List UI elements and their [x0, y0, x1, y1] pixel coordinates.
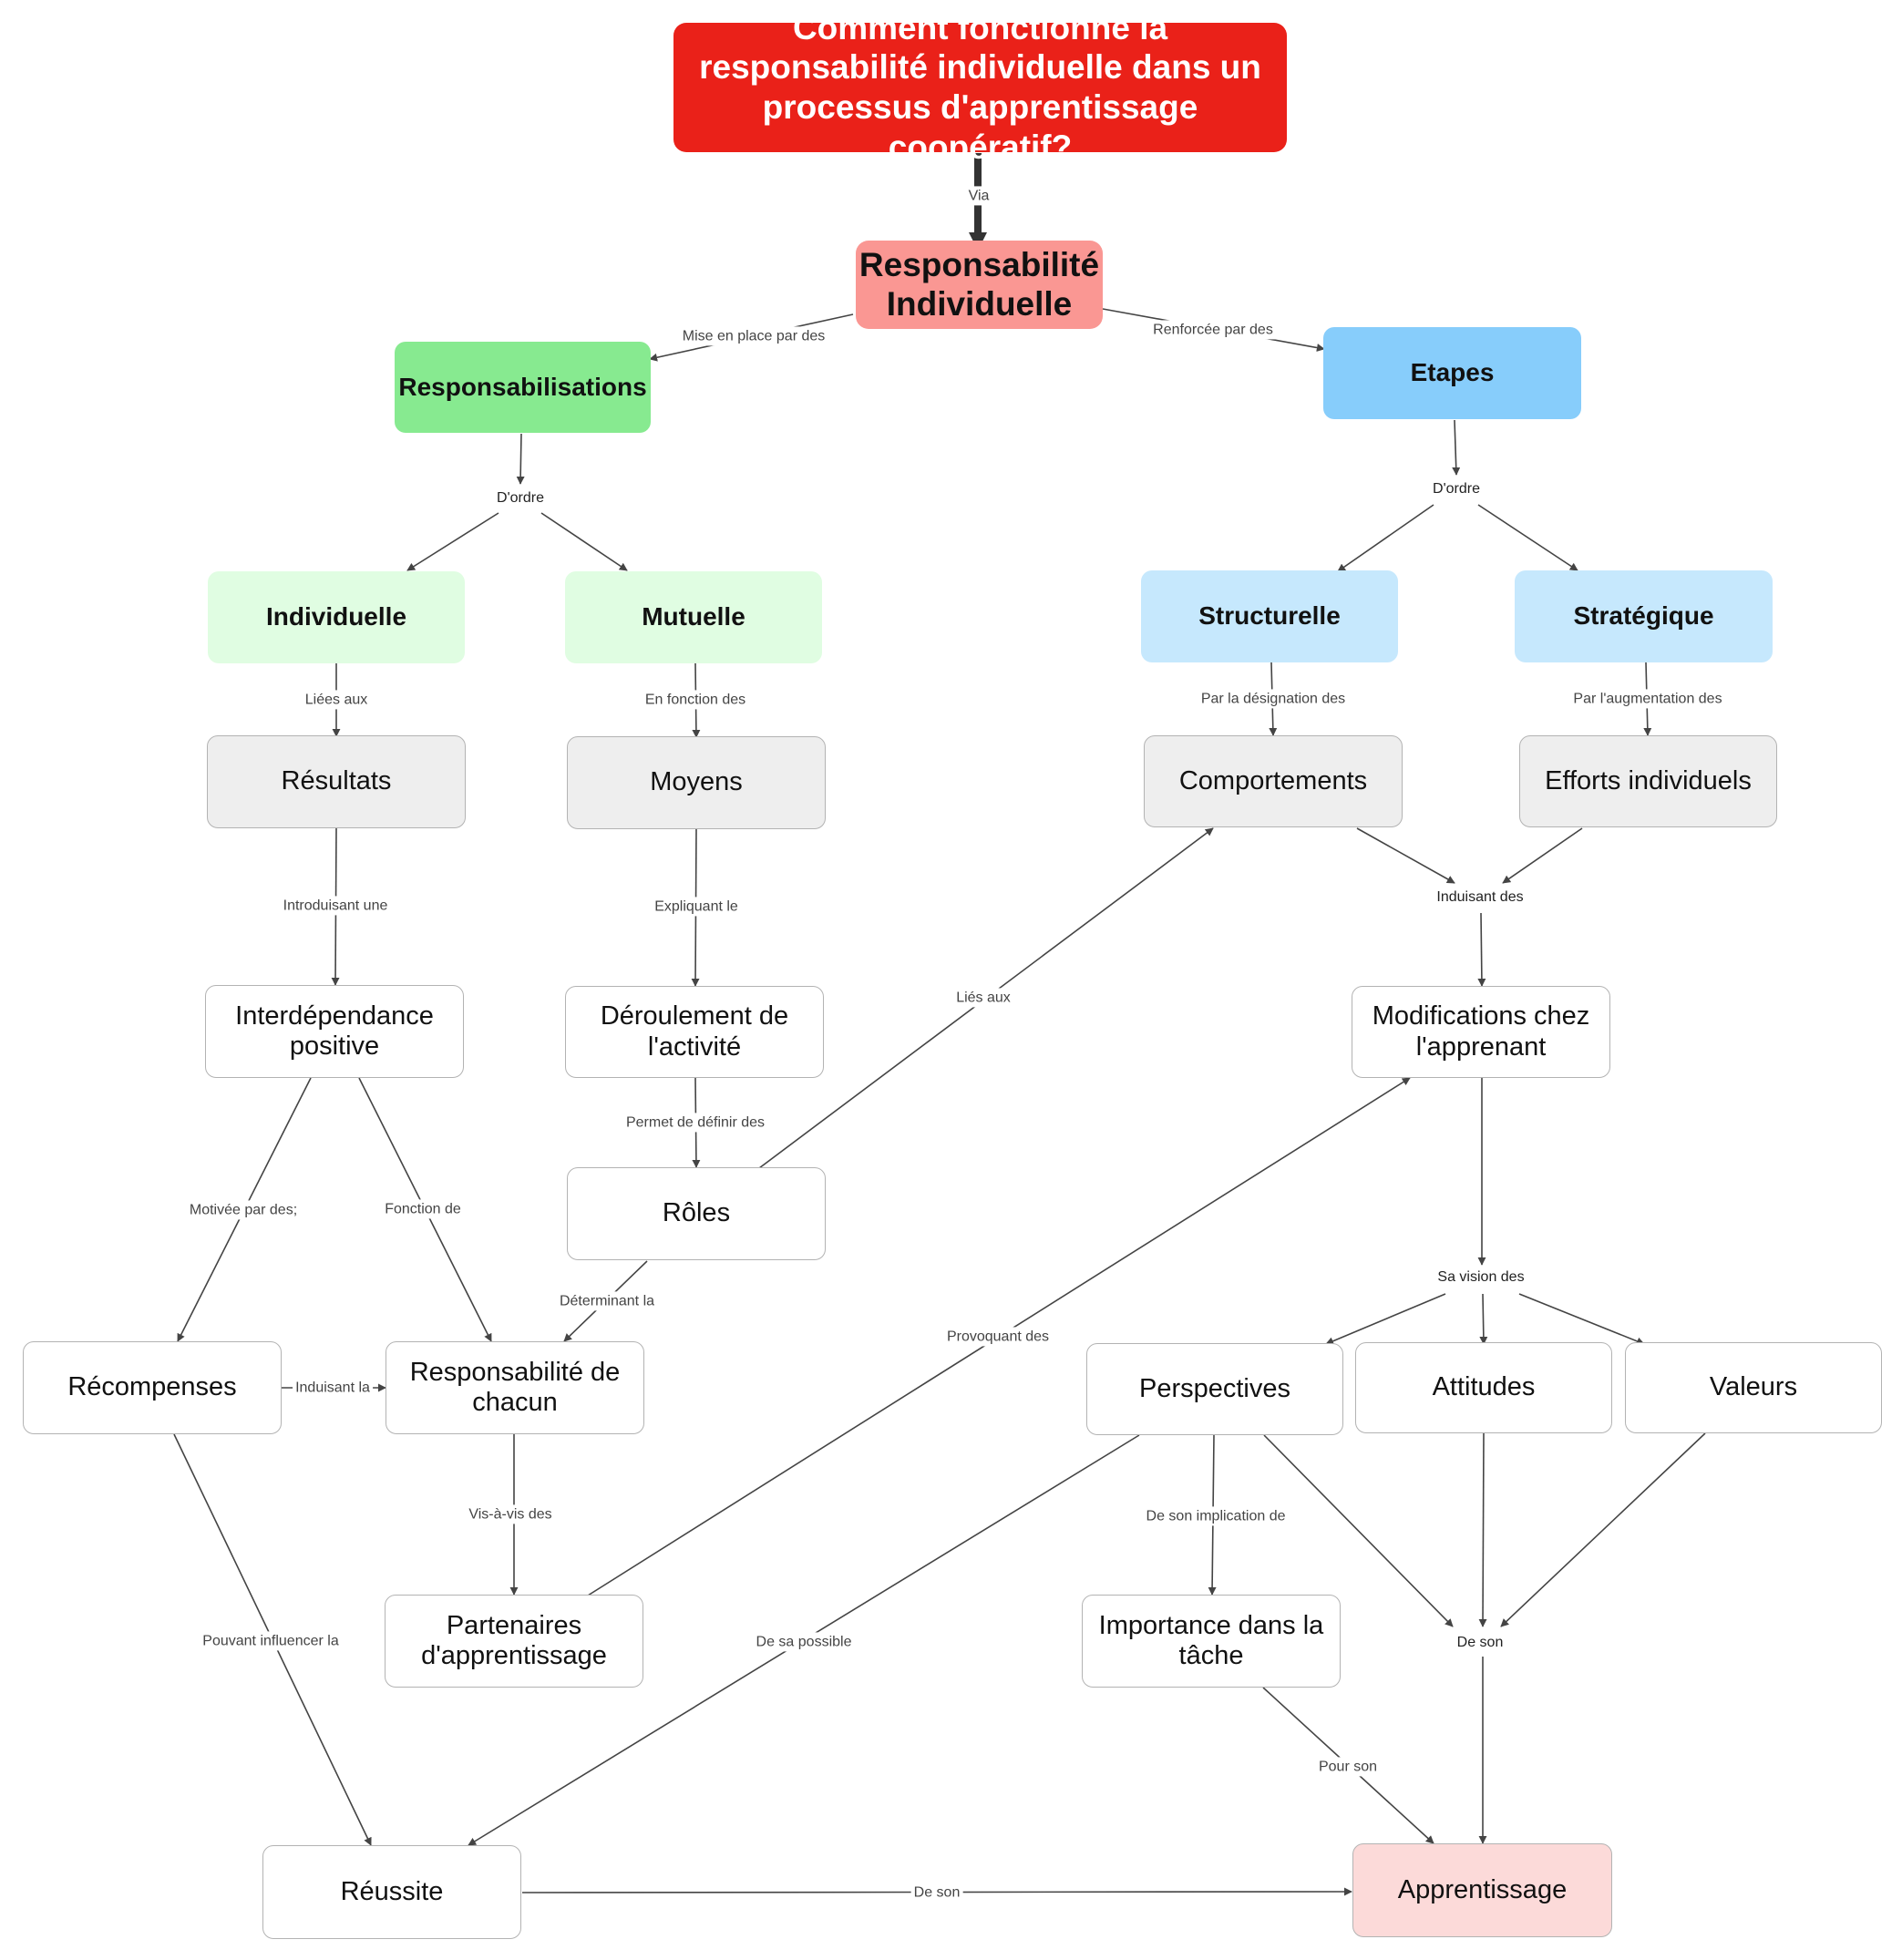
mutuelle-node[interactable]: Mutuelle [565, 571, 822, 663]
edge-attitudes-deson [1478, 1432, 1487, 1627]
responsabilite-chacun-node[interactable]: Responsabilité de chacun [386, 1341, 644, 1434]
title-node[interactable]: Comment fonctionne la responsabilité ind… [673, 9, 1287, 166]
label-induisant-la: Induisant la [293, 1378, 373, 1398]
label-pouvant-influencer: Pouvant influencer la [200, 1631, 342, 1651]
partenaires-node[interactable]: Partenaires d'apprentissage [385, 1595, 643, 1688]
interdependance-positive-node[interactable]: Interdépendance positive [205, 985, 464, 1078]
moyens-node[interactable]: Moyens [567, 736, 826, 829]
label-par-augmentation: Par l'augmentation des [1570, 689, 1725, 709]
junction-sa-vision-des: Sa vision des [1434, 1268, 1527, 1287]
junction-de-son: De son [1454, 1634, 1506, 1652]
resultats-node[interactable]: Résultats [207, 735, 466, 828]
roles-node[interactable]: Rôles [567, 1167, 826, 1260]
label-vis-a-vis: Vis-à-vis des [466, 1504, 555, 1524]
responsabilite-individuelle-node[interactable]: Responsabilité Individuelle [856, 241, 1103, 329]
edge-efforts-induisant [1502, 827, 1583, 884]
edge-valeurs-deson [1500, 1432, 1706, 1627]
junction-induisant-des: Induisant des [1434, 888, 1527, 907]
individuelle-node[interactable]: Individuelle [208, 571, 465, 663]
label-motivee-par: Motivée par des; [186, 1200, 301, 1220]
label-en-fonction-des: En fonction des [642, 690, 749, 710]
edge-induisant-modifications [1477, 912, 1486, 987]
edge-dordre-individuelle [406, 512, 499, 571]
efforts-individuels-node[interactable]: Efforts individuels [1519, 735, 1777, 827]
recompenses-node[interactable]: Récompenses [23, 1341, 282, 1434]
perspectives-node[interactable]: Perspectives [1086, 1343, 1343, 1435]
attitudes-node[interactable]: Attitudes [1355, 1342, 1612, 1433]
label-fonction-de: Fonction de [382, 1199, 464, 1219]
deroulement-activite-node[interactable]: Déroulement de l'activité [565, 986, 824, 1078]
modifications-apprenant-node[interactable]: Modifications chez l'apprenant [1352, 986, 1610, 1078]
edge-comportements-induisant [1356, 827, 1455, 884]
label-provoquant-des: Provoquant des [943, 1327, 1053, 1347]
junction-dordre-left: D'ordre [494, 489, 547, 508]
label-determinant-la: Déterminant la [556, 1291, 658, 1311]
reussite-node[interactable]: Réussite [262, 1845, 521, 1939]
label-via: Via [965, 186, 992, 206]
comportements-node[interactable]: Comportements [1144, 735, 1403, 827]
label-pour-son: Pour son [1315, 1757, 1381, 1777]
edge-etapes-dordre [1452, 419, 1461, 476]
etapes-node[interactable]: Etapes [1323, 327, 1581, 419]
junction-dordre-right: D'ordre [1430, 480, 1483, 498]
structurelle-node[interactable]: Structurelle [1141, 570, 1398, 662]
label-de-son-implication: De son implication de [1143, 1506, 1289, 1526]
edge-dordre-strategique [1477, 504, 1578, 571]
label-liees-aux: Liées aux [302, 690, 371, 710]
edge-savision-attitudes [1479, 1293, 1488, 1345]
edge-responsabilisations-dordre [516, 433, 525, 485]
edge-dordre-mutuelle [540, 512, 628, 571]
label-permet-de-definir: Permet de définir des [622, 1113, 768, 1133]
edge-dordre-structurelle [1337, 504, 1434, 572]
responsabilisations-node[interactable]: Responsabilisations [395, 342, 651, 433]
label-expliquant-le: Expliquant le [652, 897, 741, 917]
edge-savision-valeurs [1518, 1293, 1645, 1346]
label-introduisant-une: Introduisant une [280, 896, 391, 916]
label-mise-en-place: Mise en place par des [679, 326, 828, 346]
label-de-sa-possible: De sa possible [753, 1632, 855, 1652]
edge-savision-perspectives [1325, 1293, 1446, 1346]
label-lies-aux: Liés aux [953, 988, 1013, 1008]
importance-tache-node[interactable]: Importance dans la tâche [1082, 1595, 1341, 1688]
apprentissage-node[interactable]: Apprentissage [1352, 1843, 1612, 1937]
valeurs-node[interactable]: Valeurs [1625, 1342, 1882, 1433]
label-par-designation: Par la désignation des [1198, 689, 1349, 709]
edge-perspectives-deson [1263, 1434, 1454, 1627]
label-renforcee: Renforcée par des [1150, 320, 1276, 340]
strategique-node[interactable]: Stratégique [1515, 570, 1773, 662]
label-de-son-bottom: De son [910, 1883, 963, 1903]
